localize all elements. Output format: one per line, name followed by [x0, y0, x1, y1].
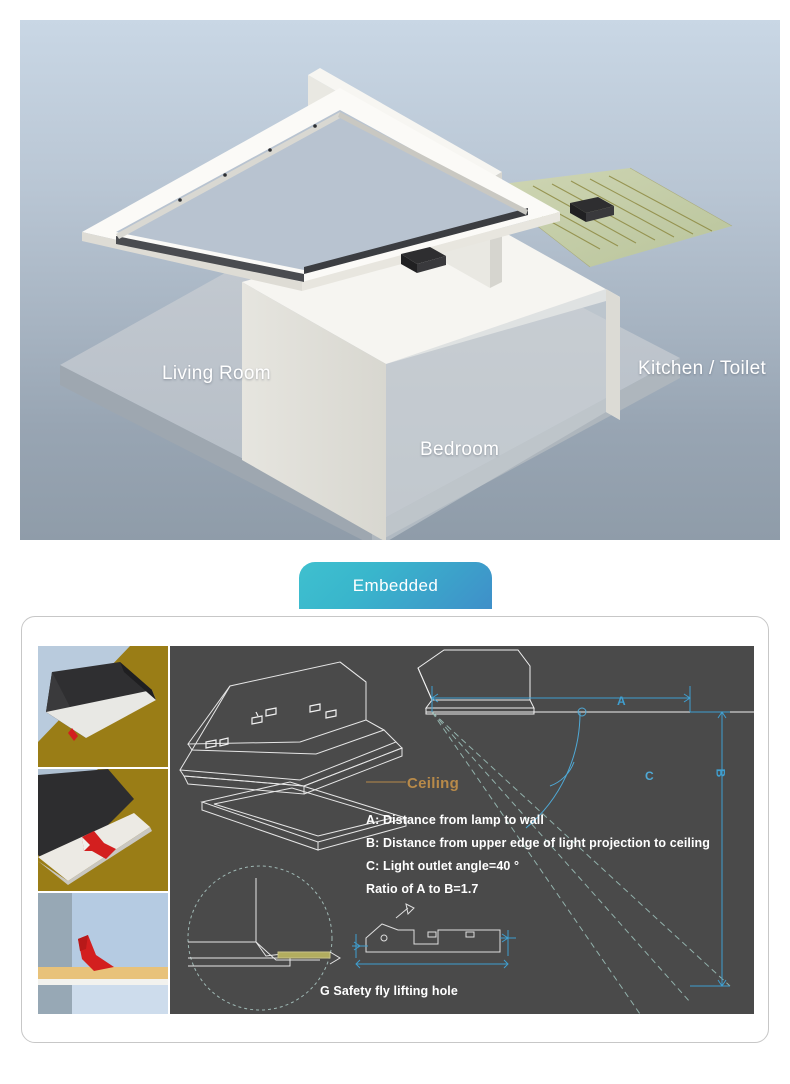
diagram-note-c: C: Light outlet angle=40 °: [366, 859, 520, 873]
cove-light-strips: [116, 112, 528, 282]
apartment-illustration: [60, 68, 733, 540]
diagram-note-b: B: Distance from upper edge of light pro…: [366, 836, 711, 850]
dimension-label-b: B: [713, 768, 728, 778]
thumbnail-clip-side-view[interactable]: [38, 892, 168, 1014]
label-kitchen-toilet: Kitchen / Toilet: [638, 358, 767, 379]
apartment-isometric-scene: Living Room Kitchen / Toilet Bedroom: [20, 20, 780, 540]
tab-embedded-label: Embedded: [352, 575, 439, 595]
bedroom-floor-plate: [242, 216, 620, 364]
lamp-kitchen: [570, 197, 614, 222]
diagram-linework: [179, 649, 754, 1014]
thumbnail-strip: [38, 646, 168, 1014]
label-ceiling: Ceiling: [407, 775, 460, 792]
diagram-note-safety-hole: G Safety fly lifting hole: [320, 984, 458, 998]
thumbnail-lamp-fixture[interactable]: [38, 646, 168, 768]
card-content-row: Ceiling A B C A: Distance from lamp to w…: [38, 646, 754, 1014]
label-living-room: Living Room: [162, 363, 271, 384]
lamp-bedroom: [401, 247, 446, 273]
label-bedroom: Bedroom: [420, 439, 500, 460]
tab-embedded[interactable]: Embedded: [299, 562, 492, 609]
tab-bar: Embedded: [0, 562, 790, 618]
dimension-label-c: C: [645, 769, 654, 783]
installation-detail-card: Ceiling A B C A: Distance from lamp to w…: [21, 616, 769, 1043]
diagram-note-ratio: Ratio of A to B=1.7: [366, 882, 479, 896]
thumbnail-clip-detail[interactable]: [38, 769, 168, 891]
technical-diagram-panel: Ceiling A B C A: Distance from lamp to w…: [170, 646, 754, 1014]
interior-walls: [242, 282, 620, 540]
dimension-label-a: A: [617, 694, 626, 708]
diagram-note-a: A: Distance from lamp to wall: [366, 813, 544, 827]
